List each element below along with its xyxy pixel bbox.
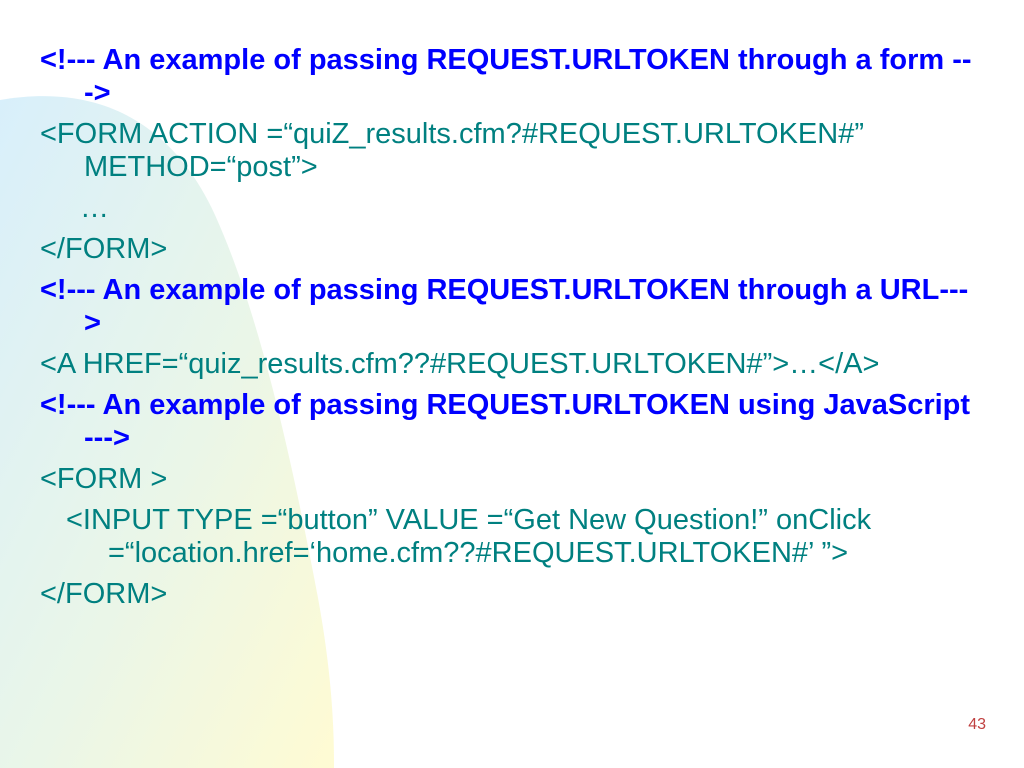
code-line-input-button: <INPUT TYPE =“button” VALUE =“Get New Qu… — [66, 504, 880, 569]
code-line-form-open: <FORM > — [40, 463, 168, 495]
code-line-anchor: <A HREF=“quiz_results.cfm??#REQUEST.URLT… — [40, 348, 880, 380]
code-line-form-action: <FORM ACTION =“quiZ_results.cfm?#REQUEST… — [40, 118, 873, 183]
comment-line-url: <!--- An example of passing REQUEST.URLT… — [40, 274, 969, 339]
code-line-form-close-2: </FORM> — [40, 578, 168, 610]
slide-body: <!--- An example of passing REQUEST.URLT… — [40, 44, 980, 619]
comment-line-javascript: <!--- An example of passing REQUEST.URLT… — [40, 389, 979, 454]
page-number: 43 — [968, 716, 986, 733]
code-line-form-close: </FORM> — [40, 233, 168, 265]
code-line-ellipsis: … — [80, 192, 109, 224]
comment-line-form: <!--- An example of passing REQUEST.URLT… — [40, 44, 972, 109]
